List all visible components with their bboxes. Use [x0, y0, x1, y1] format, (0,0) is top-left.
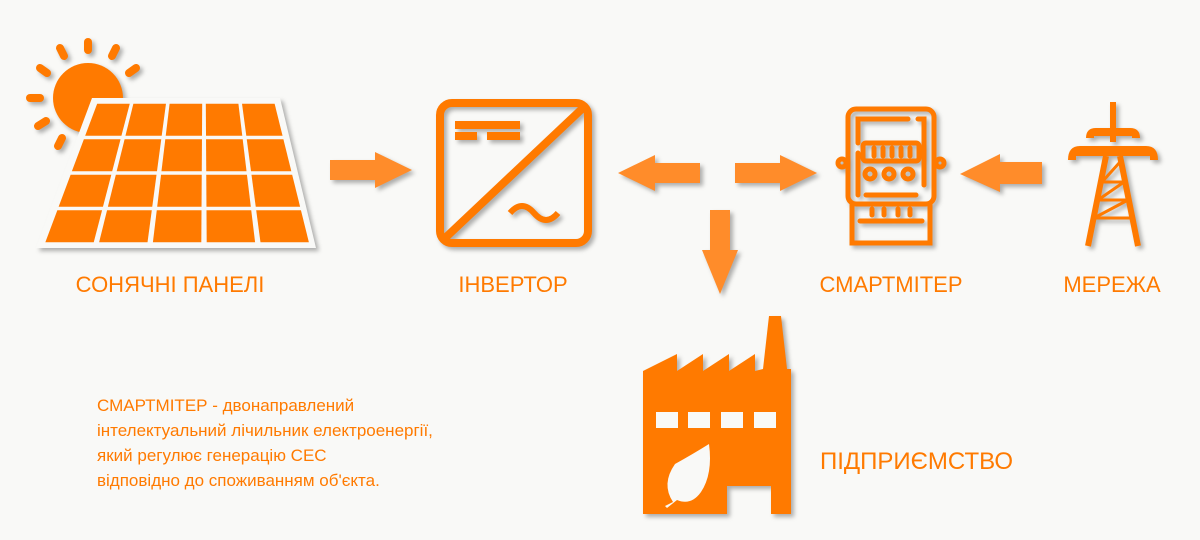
panel-cell — [251, 174, 301, 207]
note-line: СМАРТМІТЕР - двонаправлений — [97, 396, 355, 415]
arrow-right-icon — [735, 155, 817, 191]
arrow-right-icon — [330, 152, 412, 188]
panel-cell — [58, 174, 112, 207]
power-tower-icon — [1068, 102, 1158, 247]
smart-meter-icon — [835, 106, 947, 246]
solar-panels-label: СОНЯЧНІ ПАНЕЛІ — [75, 272, 265, 297]
panel-cell — [116, 139, 162, 172]
inverter-label: ІНВЕРТОР — [458, 272, 568, 297]
note-line: відповідно до споживанням об'єкта. — [97, 471, 380, 490]
arrow-left-icon — [618, 155, 700, 191]
inverter-icon — [436, 99, 592, 247]
panel-cell — [157, 174, 202, 207]
enterprise-label: ПІДПРИЄМСТВО — [820, 448, 1013, 475]
note-line: інтелектуальний лічильник електроенергії… — [97, 421, 433, 440]
panel-cell — [206, 210, 256, 243]
panel-cell — [85, 103, 130, 136]
panel-cell — [165, 103, 203, 136]
panel-cell — [206, 174, 251, 207]
smart-meter-label: СМАРТМІТЕР — [819, 272, 963, 297]
solar-panel-icon — [26, 38, 316, 248]
panel-cell — [107, 174, 157, 207]
panel-cell — [205, 103, 243, 136]
grid-label: МЕРЕЖА — [1063, 272, 1161, 297]
panel-cell — [161, 139, 202, 172]
panel-cell — [206, 139, 247, 172]
panel-cell — [256, 210, 309, 243]
panel-cell — [242, 103, 283, 136]
panel-cell — [152, 210, 202, 243]
panel-cell — [71, 139, 121, 172]
panel-cell — [125, 103, 166, 136]
note-line: який регулює генерацію СЕС — [97, 446, 327, 465]
panel-cell — [45, 210, 103, 243]
panel-cell — [99, 210, 152, 243]
arrow-left-icon — [960, 154, 1042, 192]
panel-cell — [246, 139, 292, 172]
smart-meter-note: СМАРТМІТЕР - двонаправлений інтелектуаль… — [97, 393, 433, 493]
arrow-down-icon — [702, 210, 738, 294]
factory-icon — [643, 316, 791, 514]
